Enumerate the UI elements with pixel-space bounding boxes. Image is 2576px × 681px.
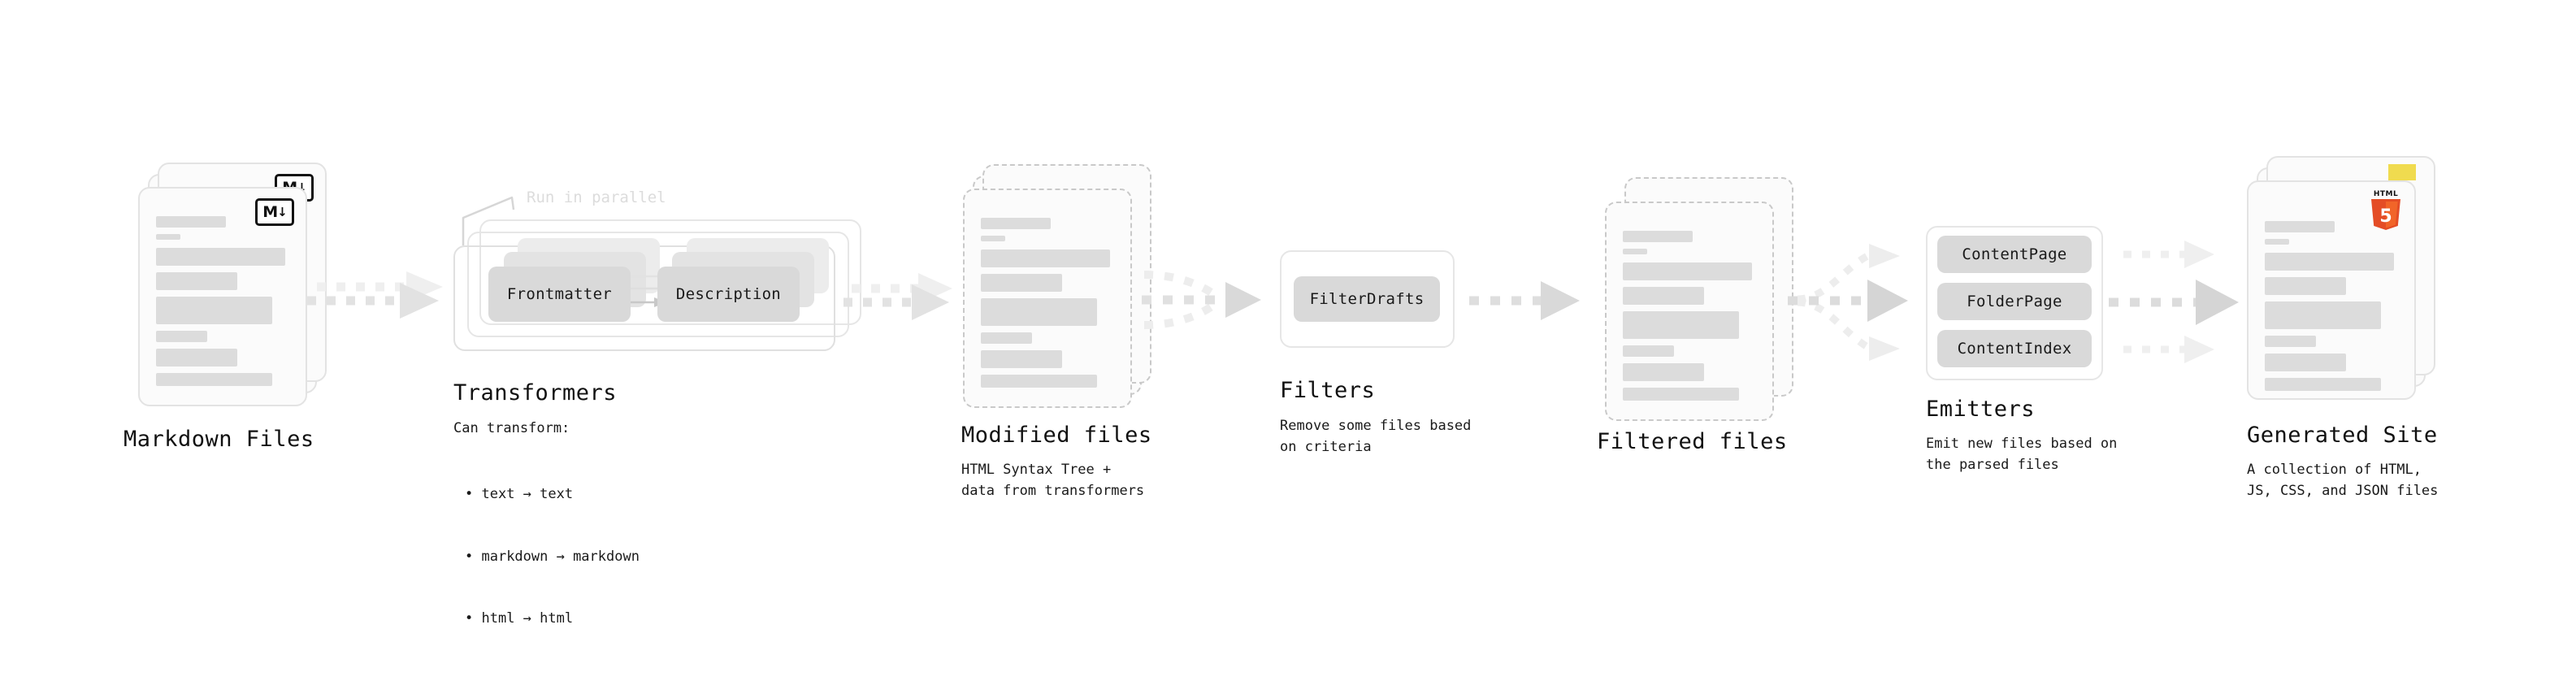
emitters-group-box [1926, 226, 2103, 380]
emitter-pill-folderpage-label: FolderPage [1967, 293, 2062, 310]
bullet-text: text → text [481, 486, 574, 502]
transformer-pill-frontmatter-label: Frontmatter [506, 285, 613, 303]
emitter-pill-folderpage[interactable]: FolderPage [1937, 283, 2092, 320]
modified-file-card-front [963, 189, 1132, 408]
generated-site-subtitle: A collection of HTML, JS, CSS, and JSON … [2247, 462, 2439, 499]
file-content-placeholder [1623, 231, 1758, 407]
filter-pill-filterdrafts-label: FilterDrafts [1309, 290, 1425, 308]
filter-pill-filterdrafts[interactable]: FilterDrafts [1294, 276, 1440, 322]
arrow-filters-to-filtered [1469, 281, 1580, 320]
transformer-pill-description-label: Description [675, 285, 782, 303]
bullet-dot: • [465, 610, 482, 627]
file-content-placeholder [156, 216, 291, 393]
filters-subtitle: Remove some files based on criteria [1280, 418, 1472, 455]
transformers-title: Transformers [453, 380, 618, 406]
transformer-pill-frontmatter[interactable]: Frontmatter [488, 267, 631, 322]
generated-file-card-front: HTML 5 [2247, 180, 2416, 400]
svg-text:5: 5 [2379, 206, 2392, 227]
transformers-group-mid [467, 232, 849, 337]
bullet-text: html → html [481, 610, 574, 627]
filtered-files-title: Filtered files [1597, 429, 1788, 454]
modified-files-title: Modified files [961, 423, 1152, 448]
emitter-pill-contentpage[interactable]: ContentPage [1937, 236, 2092, 273]
emitter-pill-contentindex[interactable]: ContentIndex [1937, 330, 2092, 367]
file-content-placeholder [981, 218, 1116, 394]
filtered-file-card-front [1605, 202, 1774, 421]
markdown-file-card-front: M↓ [138, 187, 307, 406]
transformers-subtitle: Can transform: [453, 420, 570, 436]
arrow-md-to-transformers [307, 271, 443, 319]
emitter-pill-contentpage-label: ContentPage [1962, 245, 2067, 263]
emitter-pill-contentindex-label: ContentIndex [1957, 340, 2072, 358]
arrow-emitters-to-site [2109, 241, 2239, 363]
arrow-modified-to-filters [1142, 271, 1261, 329]
bullet-row: • html → html [465, 609, 640, 630]
emitters-title: Emitters [1926, 397, 2036, 422]
arrow-filtered-to-emitters [1788, 244, 1908, 361]
bullet-text: markdown → markdown [481, 548, 640, 565]
file-content-placeholder [2265, 221, 2400, 397]
filters-title: Filters [1280, 378, 1376, 403]
bullet-dot: • [465, 486, 482, 502]
run-in-parallel-label: Run in parallel [527, 189, 666, 206]
markdown-badge-icon: M↓ [255, 198, 294, 226]
modified-files-subtitle: HTML Syntax Tree + data from transformer… [961, 462, 1145, 499]
bullet-dot: • [465, 548, 482, 565]
filters-group-box [1280, 250, 1455, 348]
transformers-group-back [479, 219, 861, 325]
markdown-files-title: Markdown Files [124, 427, 314, 452]
transformer-pill-description[interactable]: Description [657, 267, 800, 322]
bullet-row: • text → text [465, 484, 640, 505]
transformers-bullets: • text → text • markdown → markdown • ht… [465, 443, 640, 671]
js-badge-icon [2388, 164, 2416, 180]
generated-site-title: Generated Site [2247, 423, 2438, 448]
emitters-subtitle: Emit new files based on the parsed files [1926, 436, 2118, 473]
bullet-row: • markdown → markdown [465, 547, 640, 568]
html5-badge-icon: HTML 5 [2369, 190, 2403, 230]
